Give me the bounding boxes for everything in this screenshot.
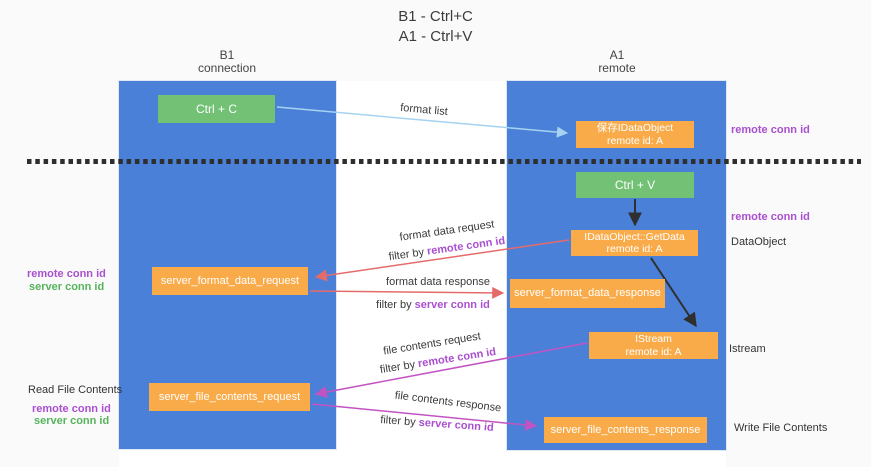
lane-a1-title: A1 bbox=[609, 48, 625, 62]
annotation-filter-server-conn-id-1: filter by server conn id bbox=[376, 299, 490, 311]
label-write-file-contents: Write File Contents bbox=[734, 422, 828, 434]
label-server-conn-id-left-1: server conn id bbox=[29, 281, 105, 293]
node-server-file-contents-request: server_file_contents_request bbox=[149, 383, 310, 411]
node-server-format-data-response-label: server_format_data_response bbox=[514, 287, 661, 300]
label-remote-conn-id-mid-right: remote conn id bbox=[731, 211, 810, 223]
lane-b1-subtitle: connection bbox=[197, 61, 257, 75]
node-save-idataobject-line1: 保存IDataObject bbox=[596, 122, 674, 134]
node-server-file-contents-response: server_file_contents_response bbox=[544, 417, 707, 443]
label-istream: Istream bbox=[729, 343, 766, 355]
label-remote-conn-id-left-2: remote conn id bbox=[32, 403, 111, 415]
node-ctrl-v-label: Ctrl + V bbox=[614, 177, 656, 192]
node-server-format-data-response: server_format_data_response bbox=[510, 279, 665, 308]
node-ctrl-c: Ctrl + C bbox=[158, 95, 275, 123]
node-ctrl-v: Ctrl + V bbox=[576, 172, 694, 198]
node-istream: IStream remote id: A bbox=[589, 332, 718, 359]
lane-b1-title: B1 bbox=[219, 48, 235, 62]
diagram-title-line2: A1 - Ctrl+V bbox=[398, 28, 473, 45]
filter-prefix: filter by bbox=[376, 299, 415, 311]
label-read-file-contents: Read File Contents bbox=[28, 384, 123, 396]
label-remote-conn-id-top-right: remote conn id bbox=[731, 124, 810, 136]
node-server-file-contents-response-label: server_file_contents_response bbox=[550, 423, 701, 436]
node-server-format-data-request-label: server_format_data_request bbox=[160, 274, 300, 287]
diagram-title-line1: B1 - Ctrl+C bbox=[398, 8, 473, 25]
node-save-idataobject-line2: remote id: A bbox=[606, 134, 664, 147]
label-server-conn-id-left-2: server conn id bbox=[34, 415, 110, 427]
node-idataobject-getdata: IDataObject::GetData remote id: A bbox=[571, 230, 698, 256]
node-server-file-contents-request-label: server_file_contents_request bbox=[158, 390, 301, 403]
node-save-idataobject: 保存IDataObject remote id: A bbox=[576, 121, 694, 148]
server-conn-id-term: server conn id bbox=[414, 299, 490, 311]
label-dataobject: DataObject bbox=[731, 236, 787, 248]
lane-a1-subtitle: remote bbox=[598, 61, 636, 75]
node-server-format-data-request: server_format_data_request bbox=[152, 267, 308, 295]
node-istream-line1: IStream bbox=[635, 333, 672, 345]
lane-header-a1: A1 remote bbox=[557, 49, 677, 75]
node-getdata-line2: remote id: A bbox=[606, 243, 663, 255]
lane-header-b1: B1 connection bbox=[167, 49, 287, 75]
node-istream-line2: remote id: A bbox=[625, 345, 682, 358]
node-getdata-line1: IDataObject::GetData bbox=[584, 230, 685, 243]
label-remote-conn-id-left-1: remote conn id bbox=[27, 268, 106, 280]
annotation-format-data-response: format data response bbox=[386, 276, 490, 288]
node-ctrl-c-label: Ctrl + C bbox=[195, 101, 237, 116]
